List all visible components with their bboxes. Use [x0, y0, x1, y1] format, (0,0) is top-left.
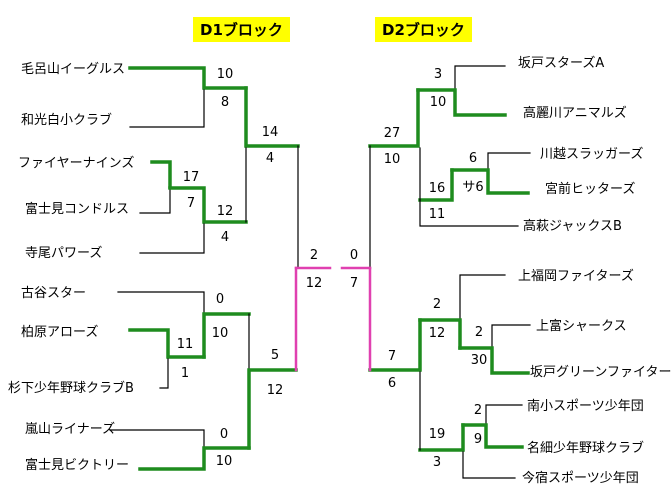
- d1-team-3: ファイヤーナインズ: [18, 156, 135, 171]
- d1-m4-score-top: 14: [261, 125, 279, 140]
- d2-m8-loser-line: [462, 451, 516, 479]
- d2-m8-score-bottom: 3: [432, 455, 442, 470]
- d2-m6-score-bottom: 12: [428, 326, 446, 341]
- d2-m9-winner-line: [368, 318, 422, 372]
- d1-m5-winner-line: [128, 328, 206, 359]
- d1-team-1: 毛呂山イーグルス: [21, 62, 126, 77]
- d2-team-11: 今宿スポーツ少年団: [522, 471, 639, 486]
- d2-m4-winner-line: [368, 88, 420, 148]
- d2-team-2: 高麗川アニマルズ: [523, 106, 627, 121]
- d2-m5-loser-line: [491, 324, 531, 349]
- d2-m1-loser-line: [454, 65, 506, 91]
- d1-m8-score-bottom: 12: [266, 383, 284, 398]
- d2-team-3: 川越スラッガーズ: [540, 147, 644, 162]
- d1-team-7: 柏原アローズ: [21, 325, 99, 340]
- d2-m2-score-top: 6: [468, 151, 478, 166]
- d2-m1-winner-line: [416, 88, 507, 117]
- d2-m4-score-top: 27: [383, 126, 401, 141]
- d2-m3-winner-line: [418, 168, 454, 202]
- d1-m6-winner-line: [202, 312, 251, 359]
- d2-m5-score-top: 2: [474, 325, 484, 340]
- d1-m8-winner-line: [247, 368, 298, 450]
- d1-m6-score-bottom: 10: [211, 326, 229, 341]
- d2-final-score-top: 0: [349, 248, 359, 263]
- d2-final-score-bottom: 7: [349, 276, 359, 291]
- d2-m1-score-bottom: 10: [429, 95, 447, 110]
- d1-m3-score-bottom: 4: [220, 230, 230, 245]
- d1-team-2: 和光白小クラブ: [21, 113, 113, 128]
- d2-m5-score-bottom: 30: [470, 353, 488, 368]
- d1-team-5: 寺尾パワーズ: [25, 246, 103, 261]
- d2-team-6: 上福岡ファイターズ: [518, 269, 634, 284]
- d1-m7-loser-line: [109, 429, 205, 449]
- d2-m2-loser-line: [487, 152, 531, 171]
- d1-m5-score-top: 11: [176, 337, 194, 352]
- d1-m5-score-bottom: 1: [180, 366, 190, 381]
- d1-team-8: 杉下少年野球クラブB: [8, 381, 134, 396]
- d2-m5-winner-line: [458, 346, 530, 375]
- d1-m1-loser-line: [129, 89, 205, 128]
- d2-m8-winner-line: [418, 423, 465, 452]
- d1-team-9: 嵐山ライナーズ: [25, 422, 116, 437]
- d2-m7-loser-line: [485, 404, 523, 426]
- d1-team-4: 富士見コンドルス: [25, 202, 130, 217]
- d1-m1-score-bottom: 8: [220, 95, 230, 110]
- d2-m4-score-bottom: 10: [383, 152, 401, 167]
- d2-m8-score-top: 19: [428, 427, 446, 442]
- d2-m7-score-top: 2: [473, 403, 483, 418]
- d2-m6-loser-line: [459, 274, 506, 321]
- d1-m2-winner-line: [150, 160, 172, 189]
- d2-team-8: 坂戸グリーンファイターズ: [530, 365, 671, 380]
- d1-m5-loser-line: [159, 358, 169, 389]
- d1-m2-advance-line: [168, 186, 248, 224]
- d2-team-10: 名細少年野球クラブ: [527, 441, 645, 456]
- d1-m7-score-bottom: 10: [215, 454, 233, 469]
- d1-m2-score-bottom: 7: [186, 196, 196, 211]
- d1-m4-winner-line: [244, 86, 300, 148]
- d1-m7-score-top: 0: [219, 427, 229, 442]
- d1-m1-winner-line: [128, 66, 248, 90]
- d2-m3-score-bottom: 11: [428, 207, 446, 222]
- d2-m1-score-top: 3: [433, 67, 443, 82]
- d2-m7-score-bottom: 9: [473, 432, 483, 447]
- d1-team-6: 古谷スター: [21, 286, 87, 301]
- d2-m3-score-top: 16: [428, 181, 446, 196]
- d2-team-1: 坂戸スターズA: [518, 56, 605, 71]
- d2-m2-score-bottom: サ6: [462, 180, 484, 195]
- d1-m7-winner-line: [138, 446, 251, 471]
- d2-m6-score-top: 2: [432, 297, 442, 312]
- d2-team-5: 高萩ジャックスB: [523, 219, 622, 234]
- d2-team-9: 南小スポーツ少年団: [527, 399, 644, 414]
- d2-team-4: 宮前ヒッターズ: [545, 182, 636, 197]
- d2-m6-winner-line: [418, 318, 462, 350]
- d1-m2-loser-line: [139, 189, 171, 214]
- d1-final-score-bottom: 12: [305, 276, 323, 291]
- d1-m4-score-bottom: 4: [265, 151, 275, 166]
- d1-block-header: D1ブロック: [193, 17, 290, 42]
- d2-team-7: 上富シャークス: [536, 319, 627, 334]
- d1-team-10: 富士見ビクトリー: [25, 458, 130, 473]
- d1-m3-loser-line: [139, 223, 205, 254]
- d1-m2-score-top: 17: [182, 170, 200, 185]
- d2-m3-loser-line: [419, 199, 519, 227]
- d2-block-header: D2ブロック: [375, 17, 472, 42]
- d1-final-score-top: 2: [309, 248, 319, 263]
- d2-m9-score-top: 7: [387, 349, 397, 364]
- d2-m2-winner-line: [450, 168, 530, 195]
- d1-m1-score-top: 10: [216, 67, 234, 82]
- d1-m8-score-top: 5: [270, 348, 280, 363]
- d1-m3-score-top: 12: [216, 204, 234, 219]
- d2-m7-winner-line: [461, 423, 524, 449]
- d1-m6-score-top: 0: [215, 292, 225, 307]
- d2-m9-score-bottom: 6: [387, 376, 397, 391]
